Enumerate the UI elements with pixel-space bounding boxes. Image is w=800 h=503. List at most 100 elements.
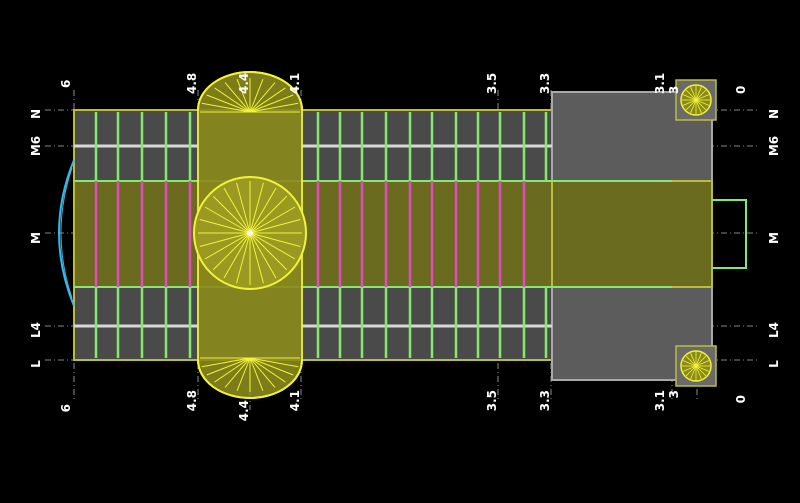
bottom-axis-label: 3.3 — [538, 390, 552, 411]
right-axis-label: L — [767, 360, 781, 368]
dome-rib — [249, 232, 296, 260]
tower-rib — [685, 365, 697, 377]
top-axis-label: 6 — [59, 80, 73, 88]
dome-rib — [249, 195, 288, 234]
apse-dome-rib — [249, 357, 286, 383]
tower-rib — [695, 355, 707, 367]
bottom-axis-label: 3 — [667, 390, 681, 398]
bottom-axis-label: 0 — [734, 395, 748, 403]
tower-rib — [695, 94, 710, 101]
top-axis-label: 4.4 — [237, 73, 251, 94]
dome-rib — [249, 182, 264, 234]
dome-rib — [236, 182, 251, 234]
bottom-axis-label: 4.8 — [185, 390, 199, 411]
apse-arc — [58, 159, 75, 307]
beam-grid — [74, 112, 672, 358]
apse-dome-rib — [214, 87, 251, 113]
tower-rib — [695, 352, 702, 367]
apse-dome-rib — [236, 78, 251, 113]
dome-rib — [249, 232, 288, 271]
tower-rib — [685, 99, 697, 111]
bottom-axis-label: 6 — [59, 404, 73, 412]
dome-center — [247, 230, 253, 236]
tower-rib — [695, 89, 707, 101]
dome-rib — [223, 232, 251, 279]
dome-rib — [249, 219, 301, 234]
apse-dome-rib — [249, 357, 264, 392]
apse-dome-rib — [249, 82, 276, 113]
top-axis-label: 3.1 — [653, 73, 667, 94]
apse-dome-rib — [249, 357, 276, 388]
apse-dome-rib — [206, 94, 251, 113]
tower-rib — [695, 99, 702, 114]
left-axis-label: N — [29, 109, 43, 119]
apse-dome-rib — [214, 357, 251, 383]
apse-dome-rib — [249, 357, 299, 368]
dome-rib — [236, 232, 251, 284]
left-axis-label: M6 — [29, 136, 43, 156]
apse-dome-rib — [249, 94, 294, 113]
apse-dome-rib — [249, 78, 264, 113]
apse-dome-rib — [224, 357, 251, 388]
right-axis-label: L4 — [767, 322, 781, 338]
top-axis-label: 3.5 — [485, 73, 499, 94]
dome-ribs — [198, 78, 302, 392]
bottom-axis-label: 3.1 — [653, 390, 667, 411]
apse-dome-rib — [224, 82, 251, 113]
dome-rib — [249, 232, 277, 279]
top-axis-label: 0 — [734, 86, 748, 94]
tower-rib — [685, 89, 697, 101]
top-axis-label: 3 — [667, 86, 681, 94]
tower-rib — [695, 365, 707, 377]
dome-rib — [223, 187, 251, 234]
top-axis-label: 4.8 — [185, 73, 199, 94]
top-axis-label: 4.1 — [288, 73, 302, 94]
bottom-axis-label: 4.1 — [288, 390, 302, 411]
dome-rib — [249, 206, 296, 234]
apse-arc-inner — [60, 167, 73, 299]
tower-rib — [682, 365, 697, 372]
tower-rib — [695, 86, 702, 101]
dome-rib — [199, 232, 251, 247]
tower-rib — [695, 365, 710, 372]
tower-ribs — [682, 86, 710, 380]
top-axis-label: 3.3 — [538, 73, 552, 94]
left-axis-label: L — [29, 360, 43, 368]
dome-rib — [204, 206, 251, 234]
axis-labels: 6 4.8 4.4 4.1 3.5 3.3 3.1 3 0 6 4.8 4.4 … — [29, 73, 781, 422]
tower-rib — [690, 86, 697, 101]
right-axis-label: N — [767, 109, 781, 119]
tower-rib — [682, 94, 697, 101]
bottom-axis-label: 3.5 — [485, 390, 499, 411]
apse-dome-rib — [249, 102, 299, 113]
apse-dome-rib — [201, 102, 251, 113]
apse-dome-rib — [201, 357, 251, 368]
right-axis-label: M6 — [767, 136, 781, 156]
tower-rib — [695, 365, 702, 380]
apse-dome-rib — [249, 87, 286, 113]
left-axis-label: L4 — [29, 322, 43, 338]
apse-dome-rib — [236, 357, 251, 392]
dome-rib — [249, 187, 277, 234]
tower-rib — [695, 360, 710, 367]
tower-rib — [695, 99, 710, 106]
dome-rib — [212, 232, 251, 271]
tower-rib — [690, 365, 697, 380]
apse-dome-rib — [249, 357, 294, 376]
tower-rib — [682, 99, 697, 106]
dome-rib — [212, 195, 251, 234]
dome-rib — [249, 232, 264, 284]
dome-rib — [204, 232, 251, 260]
bottom-axis-label: 4.4 — [237, 400, 251, 421]
dome-rib — [199, 219, 251, 234]
tower-rib — [682, 360, 697, 367]
tower-rib — [690, 99, 697, 114]
right-axis-label: M — [767, 232, 781, 244]
left-axis-label: M — [29, 232, 43, 244]
apse-dome-rib — [206, 357, 251, 376]
tower-rib — [690, 352, 697, 367]
tower-rib — [685, 355, 697, 367]
dome-rib — [249, 232, 301, 247]
tower-rib — [695, 99, 707, 111]
